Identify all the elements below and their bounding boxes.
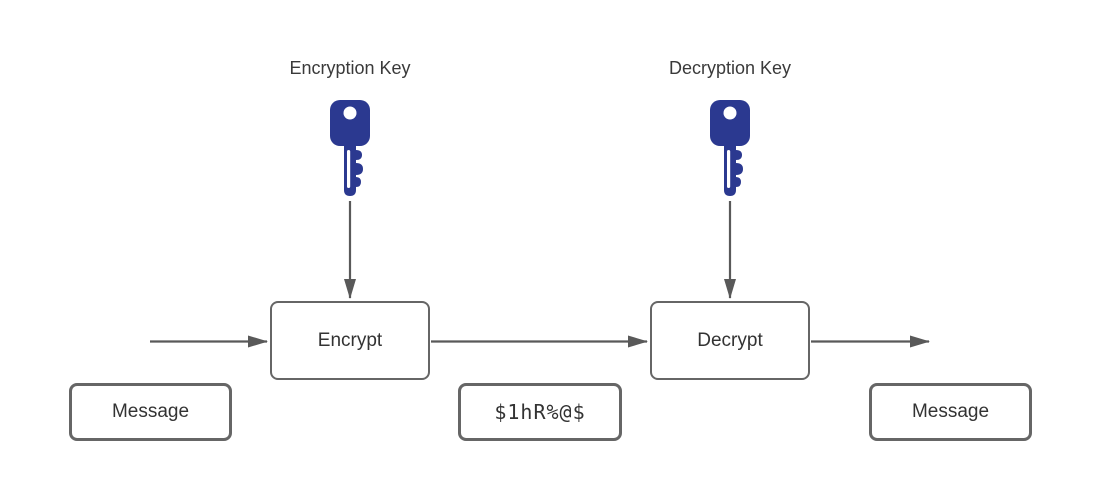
encrypt-box-label: Encrypt: [317, 329, 383, 351]
message-output-box: Message: [869, 383, 1032, 441]
ciphertext-box: $1hR%@$: [458, 383, 622, 441]
encryption-key-label: Encryption Key: [289, 58, 411, 78]
encrypt-box: Encrypt: [270, 301, 430, 380]
message-input-box: Message: [69, 383, 232, 441]
message-output-label: Message: [911, 401, 990, 422]
message-input-label: Message: [111, 401, 190, 422]
decrypt-box-label: Decrypt: [697, 329, 763, 351]
decrypt-box: Decrypt: [650, 301, 810, 380]
encryption-key-icon: [330, 100, 370, 196]
decryption-key-icon: [710, 100, 750, 196]
ciphertext-label: $1hR%@$: [494, 400, 586, 424]
decryption-key-label: Decryption Key: [668, 58, 792, 78]
